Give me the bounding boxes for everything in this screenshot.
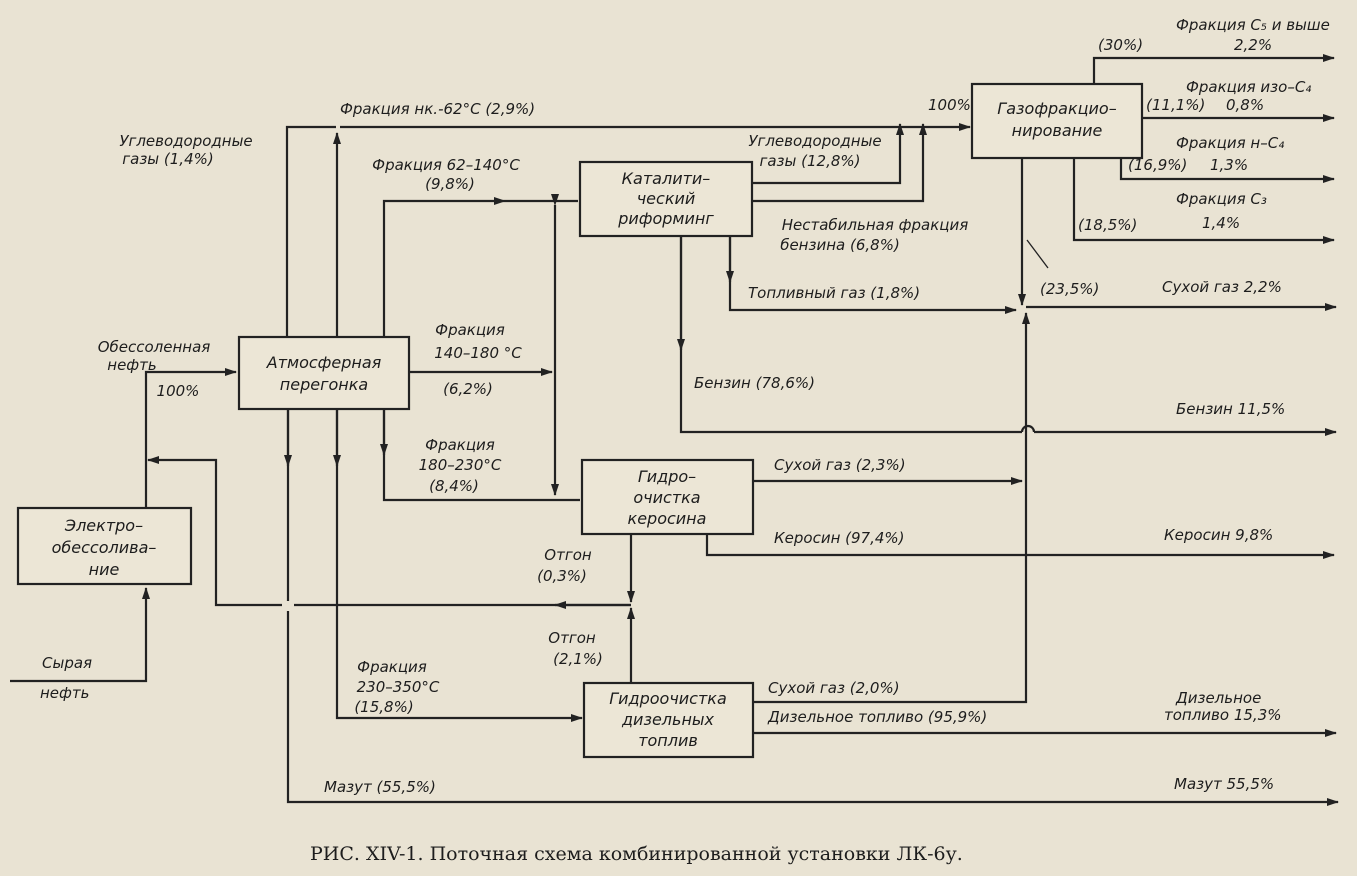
flow-c3 xyxy=(1072,158,1335,244)
flow-230-350 xyxy=(335,409,583,722)
flow-dry-gas-diz xyxy=(753,312,1030,704)
flow-kerosene xyxy=(705,534,1335,559)
output-mazut: Мазут 55,5% xyxy=(1174,775,1274,793)
svg-text:Электро–обессолива–ние: Электро–обессолива–ние xyxy=(52,516,157,579)
label-kerosene-in: Керосин (97,4%) xyxy=(774,529,905,547)
label-diesel-in: Дизельное топливо (95,9%) xyxy=(767,708,987,726)
label-mazut-in: Мазут (55,5%) xyxy=(324,778,436,796)
label-otgon-2: Отгон(2,1%) xyxy=(548,629,603,668)
label-share-185: (18,5%) xyxy=(1078,216,1137,234)
label-share-111: (11,1%) xyxy=(1146,96,1205,114)
output-dry-gas: Сухой газ 2,2% xyxy=(1162,278,1282,296)
flow-crude-oil xyxy=(10,587,150,683)
flow-hc-gas-reform xyxy=(752,123,904,185)
label-frac-62-140: Фракция 62–140°С(9,8%) xyxy=(372,156,520,193)
label-dry-gas-diz: Сухой газ (2,0%) xyxy=(768,679,900,697)
flow-62-140 xyxy=(382,197,506,337)
label-fuel-gas: Топливный газ (1,8%) xyxy=(748,284,920,302)
box-gas-fractionation: Газофракцио–нирование xyxy=(970,82,1144,160)
flow-hop-gasoline xyxy=(1020,424,1036,433)
output-gasoline: Бензин 11,5% xyxy=(1176,400,1285,418)
leader-235 xyxy=(1026,239,1049,269)
flow-unstable-gasoline xyxy=(752,123,927,203)
box-electro-desalting: Электро–обессолива–ние xyxy=(16,506,193,586)
flow-nk62 xyxy=(285,127,970,337)
label-share-30: (30%) xyxy=(1098,36,1143,54)
flow-c5 xyxy=(1092,54,1335,84)
label-gasoline-in: Бензин (78,6%) xyxy=(694,374,815,392)
output-kerosene: Керосин 9,8% xyxy=(1164,526,1273,544)
label-dry-gas-ker: Сухой газ (2,3%) xyxy=(774,456,906,474)
flow-180-230 xyxy=(382,409,580,502)
flow-n-c4 xyxy=(1119,158,1335,183)
svg-text:Газофракцио–нирование: Газофракцио–нирование xyxy=(997,99,1116,140)
label-dry-gas-share: (23,5%) xyxy=(1040,280,1099,298)
label-gazfrac-in: 100% xyxy=(928,96,971,114)
figure-caption: РИС. XIV-1. Поточная схема комбинированн… xyxy=(310,843,963,865)
label-frac-nk62: Фракция нк.-62°С (2,9%) xyxy=(340,100,535,118)
label-otgon-1: Отгон(0,3%) xyxy=(537,546,592,585)
label-share-169: (16,9%) xyxy=(1128,156,1187,174)
